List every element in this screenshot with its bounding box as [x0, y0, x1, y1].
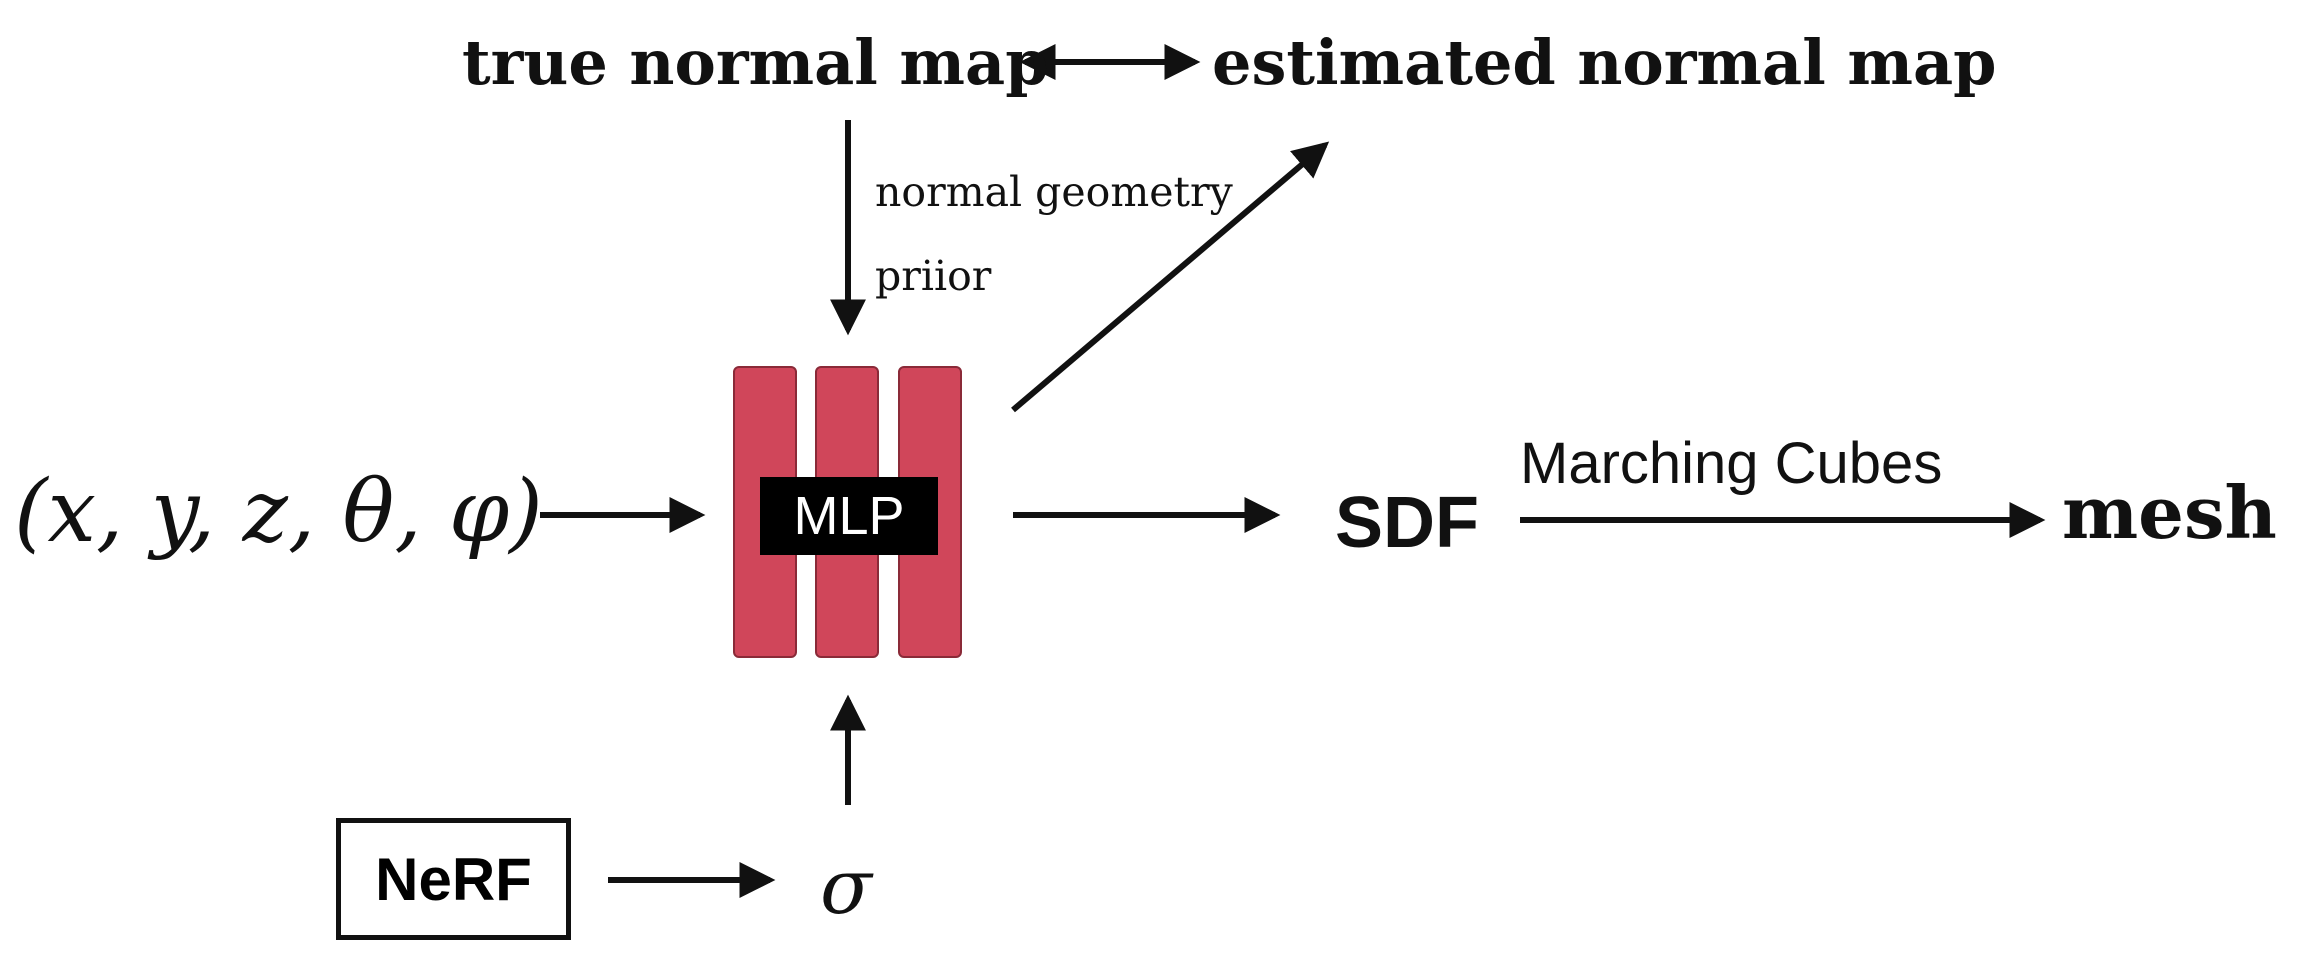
mlp-label-box: MLP [760, 477, 938, 555]
normal-geometry-prior-label-line2: priior [875, 252, 992, 300]
mlp-label: MLP [793, 486, 905, 546]
input-tuple-label: (x, y, z, θ, φ) [14, 462, 543, 562]
true-normal-map-label: true normal map [462, 26, 1049, 99]
estimated-normal-map-label: estimated normal map [1212, 26, 1997, 99]
marching-cubes-label: Marching Cubes [1520, 431, 1943, 496]
sigma-label: σ [820, 842, 872, 931]
normal-geometry-prior-label: normal geometry [875, 168, 1233, 216]
nerf-box: NeRF [336, 818, 571, 940]
mesh-label: mesh [2062, 470, 2277, 555]
sdf-label: SDF [1335, 483, 1479, 563]
arrow-mlp-to-estimated [1011, 141, 1330, 413]
nerf-label: NeRF [375, 845, 532, 913]
